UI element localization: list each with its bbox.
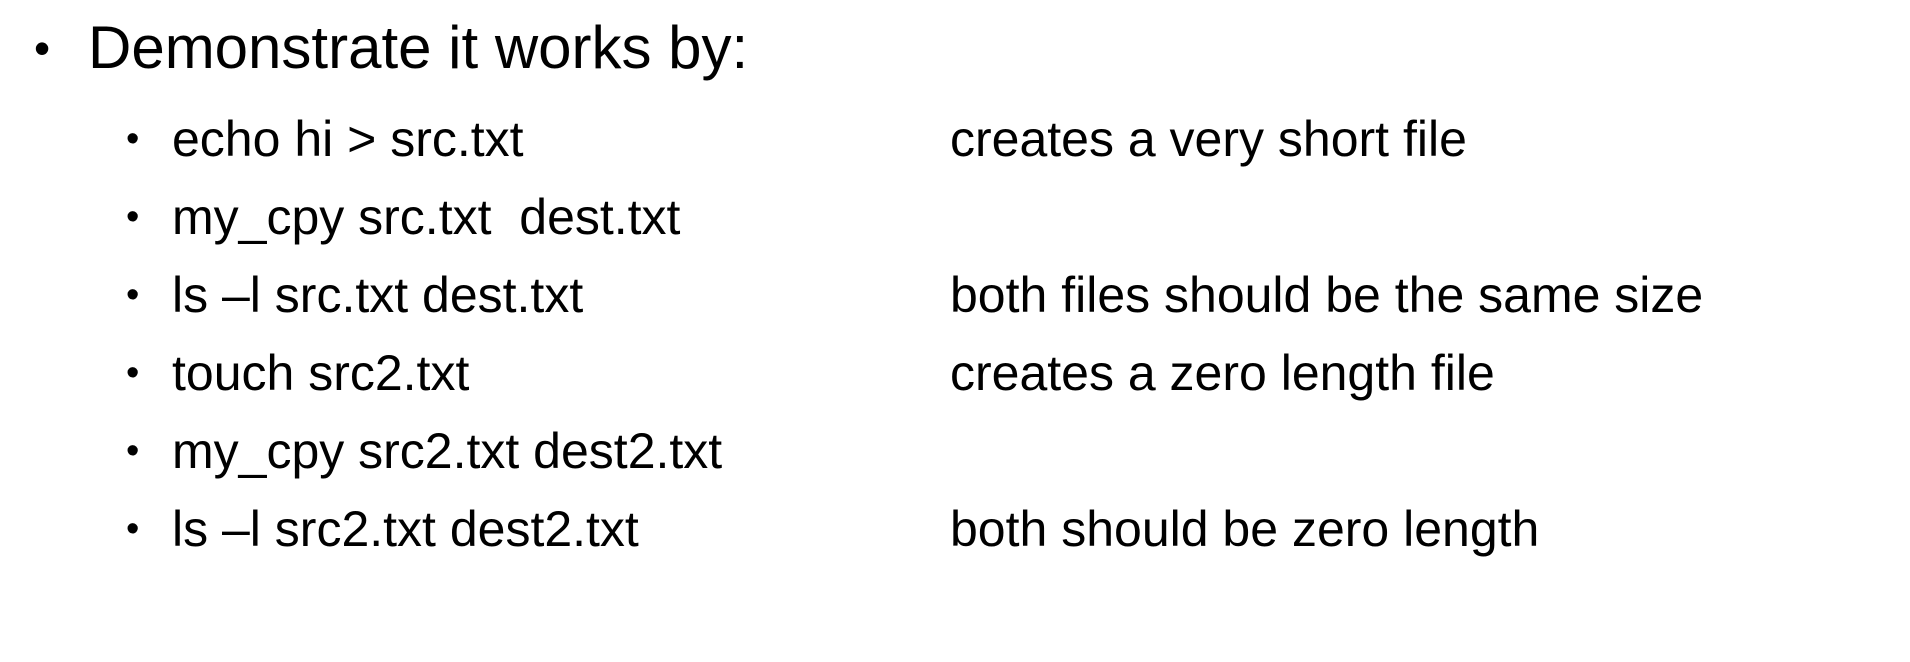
step-command: my_cpy src.txt dest.txt bbox=[172, 189, 681, 245]
step-row: • echo hi > src.txt creates a very short… bbox=[0, 100, 1910, 178]
bullet-icon: • bbox=[126, 508, 140, 550]
step-row: • my_cpy src2.txt dest2.txt bbox=[0, 412, 1910, 490]
bullet-icon: • bbox=[126, 196, 140, 238]
step-row: • my_cpy src.txt dest.txt bbox=[0, 178, 1910, 256]
step-command: echo hi > src.txt bbox=[172, 111, 524, 167]
step-comment bbox=[950, 412, 1910, 490]
title-line: • Demonstrate it works by: bbox=[0, 0, 1910, 90]
bullet-icon: • bbox=[126, 274, 140, 316]
step-comment: creates a very short file bbox=[950, 111, 1467, 167]
step-row: • ls –l src.txt dest.txt both files shou… bbox=[0, 256, 1910, 334]
step-comment: both should be zero length bbox=[950, 501, 1540, 557]
steps-list: • echo hi > src.txt creates a very short… bbox=[0, 100, 1910, 568]
step-comment bbox=[950, 178, 1910, 256]
step-row: • touch src2.txt creates a zero length f… bbox=[0, 334, 1910, 412]
bullet-icon: • bbox=[126, 352, 140, 394]
step-command: ls –l src2.txt dest2.txt bbox=[172, 501, 639, 557]
step-command: touch src2.txt bbox=[172, 345, 470, 401]
bullet-icon: • bbox=[34, 22, 51, 74]
step-comment: creates a zero length file bbox=[950, 345, 1495, 401]
step-command: my_cpy src2.txt dest2.txt bbox=[172, 423, 723, 479]
bullet-icon: • bbox=[126, 118, 140, 160]
bullet-icon: • bbox=[126, 430, 140, 472]
slide-title: Demonstrate it works by: bbox=[88, 14, 749, 81]
step-row: • ls –l src2.txt dest2.txt both should b… bbox=[0, 490, 1910, 568]
step-command: ls –l src.txt dest.txt bbox=[172, 267, 584, 323]
step-comment: both files should be the same size bbox=[950, 267, 1704, 323]
